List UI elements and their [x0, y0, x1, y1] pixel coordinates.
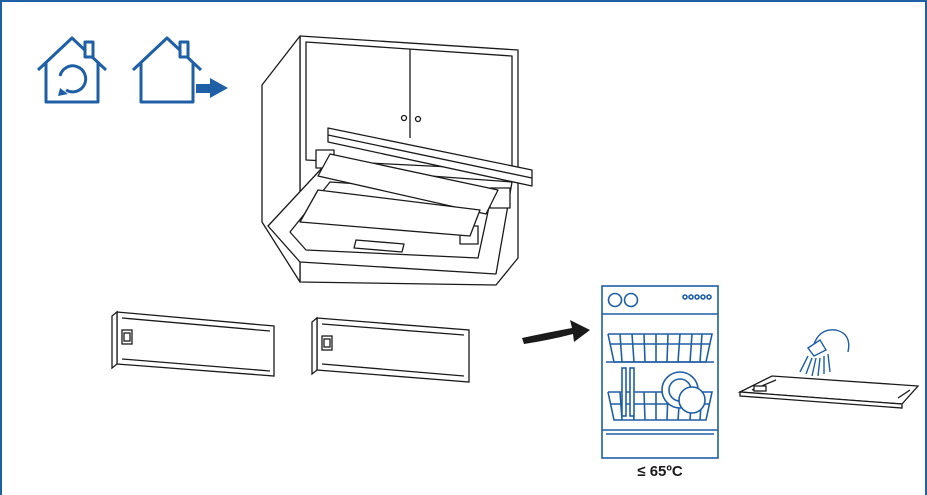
house-recirculation-icon [36, 36, 108, 104]
grease-filter-rinse [737, 375, 920, 409]
faucet-rinse-icon [799, 329, 850, 377]
temperature-label: ≤ 65ºC [637, 463, 683, 480]
house-extraction-icon [131, 36, 228, 104]
dishwasher-icon [601, 285, 719, 459]
grease-filter-2 [311, 316, 470, 383]
grease-filter-1 [111, 310, 275, 377]
cabinet-hood-drawing [261, 35, 533, 286]
arrow-right-icon [522, 320, 590, 344]
